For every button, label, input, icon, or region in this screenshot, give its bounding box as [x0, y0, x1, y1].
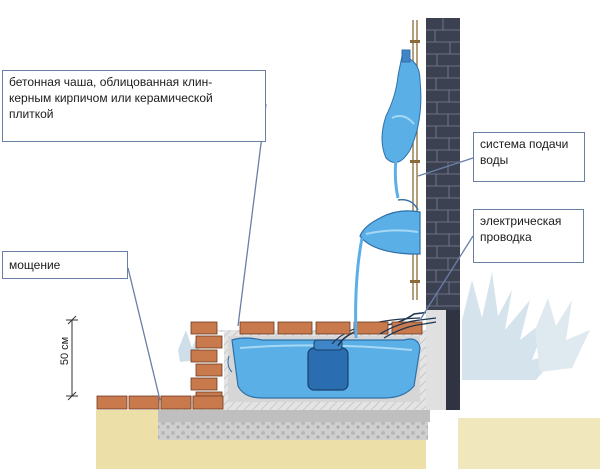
callout-paving: мощение: [2, 251, 128, 279]
callout-paving-text: мощение: [9, 258, 61, 272]
brick-wall: [426, 18, 460, 410]
upper-spout: [381, 49, 422, 163]
callout-electrical-wiring: электрическая проводка: [473, 209, 584, 263]
soil-layer-right: [458, 418, 600, 469]
lower-water-stream: [354, 237, 364, 339]
electrical-wiring: [379, 317, 437, 339]
basin-splash: [227, 355, 233, 373]
paving-bricks: [96, 395, 224, 410]
background-foliage: [178, 272, 590, 380]
height-dimension: [66, 315, 78, 401]
callout-concrete-bowl: бетонная чаша, облицованная клин- керным…: [2, 70, 266, 142]
callout-water-supply-text: система подачи воды: [480, 137, 569, 167]
gravel-bed: [158, 420, 428, 440]
callout-electrical-wiring-text: электрическая проводка: [480, 214, 562, 244]
rim-bricks: [190, 321, 423, 405]
height-dimension-label: 50 см: [59, 336, 72, 366]
callout-concrete-bowl-text: бетонная чаша, облицованная клин- керным…: [9, 75, 213, 121]
concrete-slab: [158, 410, 430, 422]
callout-water-supply: система подачи воды: [473, 132, 585, 182]
middle-bowl: [359, 199, 421, 255]
upper-water-stream: [393, 157, 400, 199]
